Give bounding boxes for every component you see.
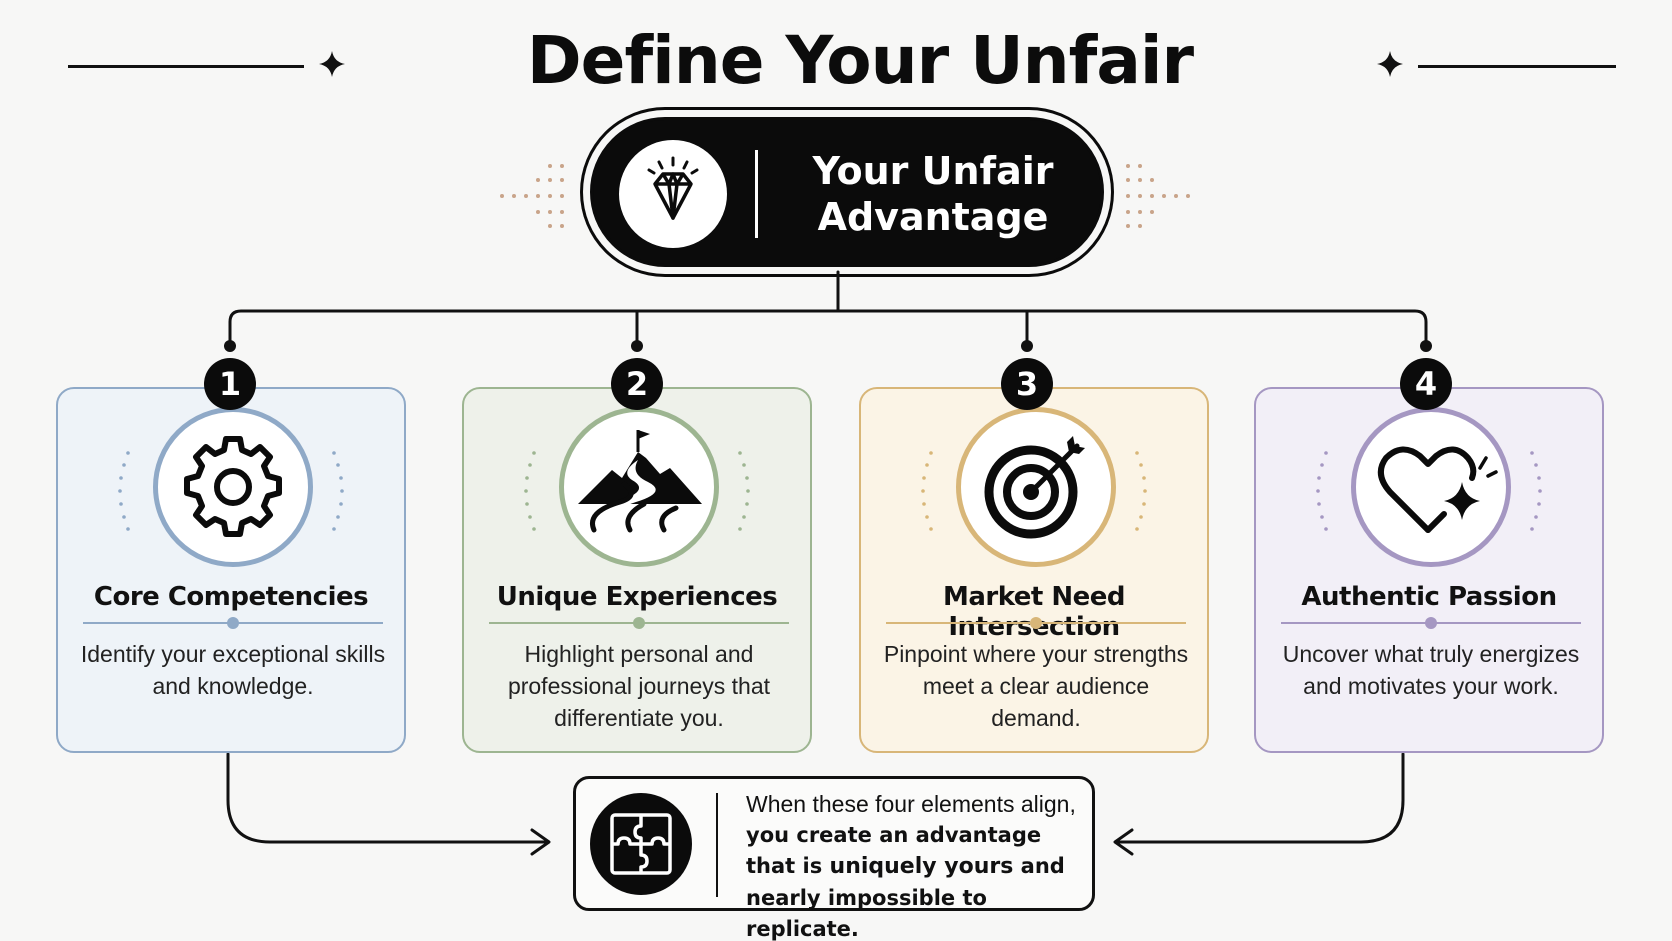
center-label-line1: Your Unfair [812,149,1054,193]
decorative-dots-arc [921,451,933,531]
summary-line-3-emphasis: uniquely yours [829,854,1014,879]
icon-circle [559,407,719,567]
decorative-dots-arc [1530,451,1542,531]
puzzle-icon-circle [590,793,692,895]
icon-circle [153,407,313,567]
summary-line-2: you create an advantage [746,823,1042,847]
title-rule-left [68,65,304,68]
card-description: Highlight personal and professional jour… [507,641,771,731]
card-rule-dot [227,617,239,629]
summary-box: When these four elements align, you crea… [573,776,1095,941]
title-row: Define Your Unfair Advantage [0,18,1672,176]
summary-divider [716,793,718,897]
step-badge-2: 2 [611,358,663,410]
center-node: Your Unfair Advantage [590,117,1104,267]
decorative-dots-right [1126,164,1190,228]
decorative-dots-arc [738,451,750,531]
target-arrow-icon [984,436,1085,539]
center-label: Your Unfair Advantage [768,148,1098,240]
icon-circle [956,407,1116,567]
gear-icon [184,436,282,537]
card-description: Pinpoint where your strengths meet a cle… [883,641,1189,731]
step-badge-3: 3 [1001,358,1053,410]
decorative-dots-left [500,164,564,228]
decorative-dots-arc [118,451,130,531]
icon-circle [1351,407,1511,567]
summary-line-1: When these four elements align, [746,791,1076,817]
center-label-line2: Advantage [817,195,1049,239]
card-description: Uncover what truly energizes and motivat… [1282,641,1580,699]
summary-line-3c: and [1013,854,1065,878]
card-title: Core Competencies [93,582,369,612]
card-description: Identify your exceptional skills and kno… [80,641,386,699]
decorative-dots-arc [524,451,536,531]
step-card-unique-experiences: Unique Experiences Highlight personal an… [462,387,812,753]
summary-line-3a: that is [746,854,830,878]
card-title: Market Need Intersection [942,582,1126,642]
card-rule-dot [633,617,645,629]
card-rule-dot [1425,617,1437,629]
pill-divider [755,150,758,238]
step-card-core-competencies: Core Competencies Identify your exceptio… [56,387,406,753]
diamond-icon [647,156,699,220]
card-title: Unique Experiences [496,582,778,612]
summary-line-4: nearly impossible to replicate. [746,886,987,941]
card-rule-dot [1030,617,1042,629]
puzzle-icon [610,813,672,875]
mountain-path-icon [578,430,702,533]
decorative-dots-arc [1316,451,1328,531]
title-rule-right [1418,65,1616,68]
step-badge-4: 4 [1400,358,1452,410]
heart-sparkle-icon [1377,446,1498,533]
step-badge-1: 1 [204,358,256,410]
diamond-icon-circle [619,140,727,248]
step-card-authentic-passion: Authentic Passion Uncover what truly ene… [1254,387,1604,753]
sparkle-icon [1377,51,1403,77]
card-title: Authentic Passion [1301,582,1557,612]
summary-text: When these four elements align, you crea… [746,789,1091,941]
sparkle-icon [319,51,345,77]
step-card-market-need: Market Need Intersection Pinpoint where … [859,387,1209,753]
decorative-dots-arc [332,451,344,531]
decorative-dots-arc [1135,451,1147,531]
